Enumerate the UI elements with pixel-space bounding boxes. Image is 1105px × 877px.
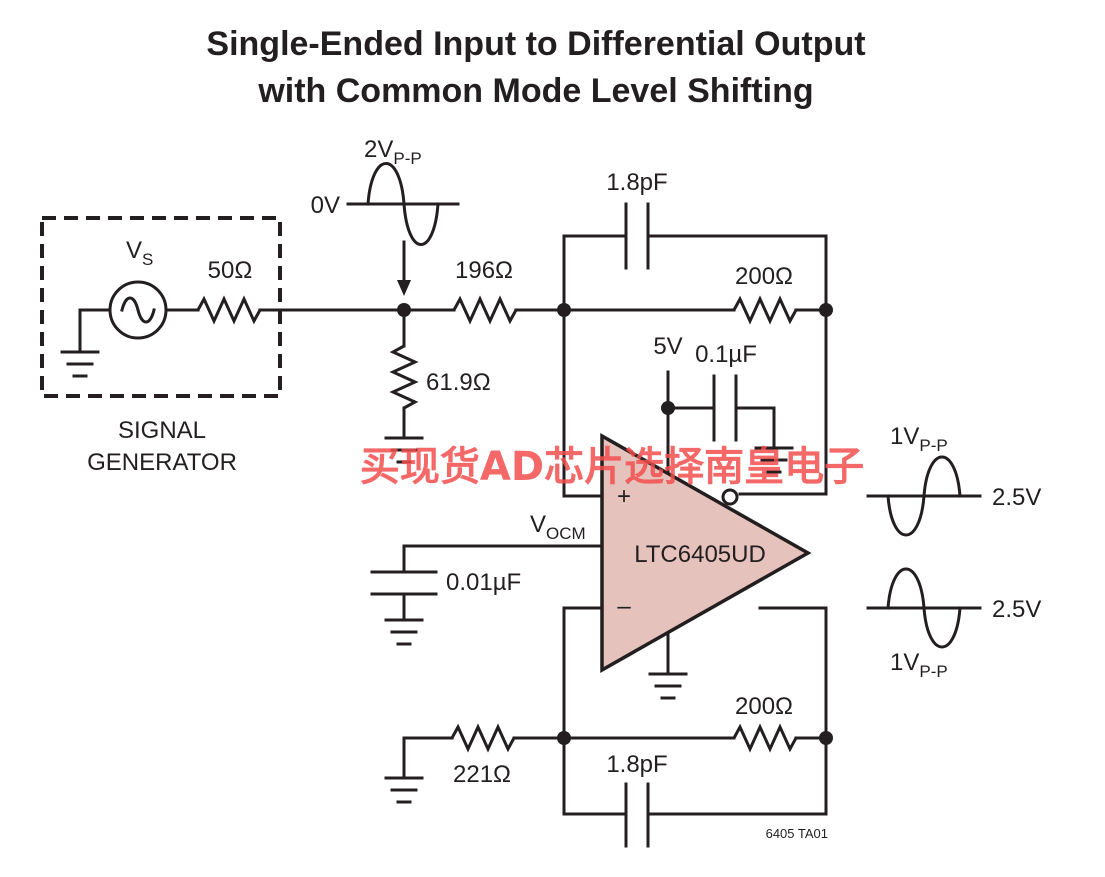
- resistor-200ohm-top: [732, 295, 798, 325]
- input-level-label: 0V: [311, 192, 340, 219]
- wire-top-fb-cap-right: [648, 234, 828, 312]
- r-term-label: 61.9Ω: [426, 369, 491, 396]
- input-waveform: [346, 162, 460, 246]
- r-fb-top-label: 200Ω: [735, 263, 793, 290]
- wire-bottom-fb-cap-left: [562, 736, 626, 816]
- r-in-top-label: 196Ω: [455, 257, 513, 284]
- resistor-200ohm-bottom: [732, 723, 798, 753]
- output-bottom-level-label: 2.5V: [992, 596, 1041, 623]
- input-amplitude-label: 2VP-P: [364, 136, 422, 168]
- resistor-196ohm: [452, 295, 518, 325]
- c-fb-bot-label: 1.8pF: [606, 751, 667, 778]
- ground-symbol-source: [60, 350, 100, 378]
- c-bypass-label: 0.1µF: [695, 341, 757, 368]
- ground-symbol-221ohm: [384, 776, 424, 804]
- wire-221ohm-left: [402, 736, 454, 780]
- opamp-inverting-output-bubble: [721, 488, 739, 506]
- wire-bottom-fb-cap-right: [648, 736, 828, 816]
- opamp-part-label: LTC6405UD: [634, 541, 766, 568]
- wire-top-output: [738, 308, 828, 496]
- opamp-triangle: [600, 432, 812, 674]
- output-top-amplitude-label: 1VP-P: [890, 423, 948, 455]
- opamp-minus-sign: –: [617, 593, 631, 620]
- opamp-plus-sign: +: [617, 483, 631, 510]
- signal-generator-caption-line-1: SIGNAL: [118, 417, 206, 444]
- input-arrow-icon: [397, 240, 411, 296]
- output-waveform-top: [866, 455, 982, 537]
- wire-top-fb-cap-left: [562, 234, 626, 312]
- resistor-50ohm: [196, 295, 262, 325]
- source-ground-wire: [78, 308, 112, 354]
- resistor-61-9ohm: [389, 344, 419, 410]
- supply-label: 5V: [653, 333, 682, 360]
- ground-symbol-opamp: [648, 672, 688, 700]
- r-source-label: 50Ω: [208, 257, 253, 284]
- signal-generator-caption-line-2: GENERATOR: [87, 449, 237, 476]
- signal-generator-box: [40, 216, 282, 398]
- r-in-bot-label: 221Ω: [453, 761, 511, 788]
- ac-source-symbol: [108, 280, 168, 340]
- ground-symbol-vocm: [384, 618, 424, 646]
- output-top-level-label: 2.5V: [992, 484, 1041, 511]
- ground-symbol-bypass: [754, 446, 794, 474]
- vocm-label: VOCM: [530, 511, 586, 543]
- c-fb-top-label: 1.8pF: [606, 169, 667, 196]
- watermark-text: 买现货AD芯片选择南皇电子: [360, 444, 864, 490]
- wire-bottom-output: [758, 606, 828, 740]
- output-waveform-bottom: [866, 567, 982, 649]
- c-vocm-label: 0.01µF: [446, 569, 521, 596]
- resistor-221ohm: [450, 723, 516, 753]
- vs-label: VS: [126, 237, 153, 269]
- ground-symbol-termination: [384, 436, 424, 464]
- wire-bypass-to-ground: [736, 406, 776, 450]
- wire-minus-input: [562, 606, 604, 740]
- output-bottom-amplitude-label: 1VP-P: [890, 649, 948, 681]
- r-fb-bot-label: 200Ω: [735, 693, 793, 720]
- wire-vocm: [402, 544, 604, 572]
- title-line-2: with Common Mode Level Shifting: [257, 72, 813, 110]
- title-line-1: Single-Ended Input to Differential Outpu…: [206, 25, 865, 63]
- figure-id: 6405 TA01: [766, 826, 828, 841]
